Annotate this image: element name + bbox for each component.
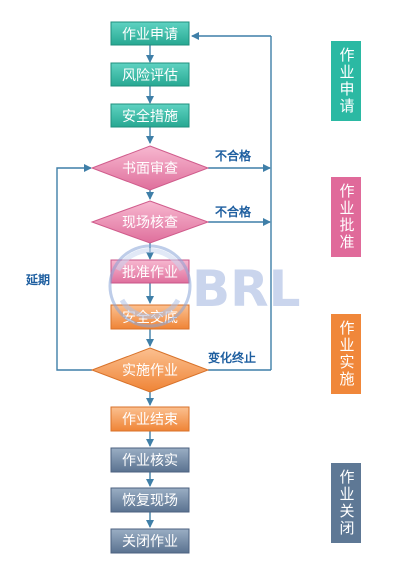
decision-review-doc-label: 书面审查 <box>122 161 178 177</box>
step-finish-label: 作业结束 <box>122 412 178 428</box>
step-measures-label: 安全措施 <box>122 108 178 125</box>
label-delay: 延期 <box>25 272 50 287</box>
decision-review-site: 现场核查 <box>90 200 210 244</box>
phase-close: 作业关闭 <box>331 463 361 543</box>
label-fail1: 不合格 <box>215 148 252 163</box>
brl-watermark-logo: BRL <box>108 244 300 328</box>
label-change-stop: 变化终止 <box>208 350 256 365</box>
step-approve: 批准作业 <box>110 259 190 284</box>
step-restore-label: 恢复现场 <box>122 492 178 509</box>
connectors <box>56 32 272 528</box>
phase-approve: 作业批准 <box>331 177 361 257</box>
step-measures: 安全措施 <box>110 103 190 128</box>
step-apply-label: 作业申请 <box>122 27 178 43</box>
delay-loop-line <box>56 164 92 371</box>
phase-apply: 作业申请 <box>331 41 361 121</box>
step-verify: 作业核实 <box>110 447 190 473</box>
step-risk-label: 风险评估 <box>122 68 178 84</box>
step-verify-label: 作业核实 <box>122 453 178 469</box>
step-approve-label: 批准作业 <box>122 265 178 281</box>
step-close: 关闭作业 <box>110 528 190 554</box>
step-risk: 风险评估 <box>110 62 190 87</box>
step-finish: 作业结束 <box>110 406 190 432</box>
phase-implement: 作业实施 <box>331 314 361 394</box>
step-restore: 恢复现场 <box>110 487 190 513</box>
decision-implement: 实施作业 <box>90 347 210 393</box>
label-fail2: 不合格 <box>215 204 252 219</box>
step-apply: 作业申请 <box>110 21 190 46</box>
step-close-label: 关闭作业 <box>122 534 178 550</box>
decision-implement-label: 实施作业 <box>122 363 178 379</box>
decision-review-site-label: 现场核查 <box>122 215 178 231</box>
decision-review-doc: 书面审查 <box>90 145 210 191</box>
svg-text:BRL: BRL <box>192 260 300 318</box>
